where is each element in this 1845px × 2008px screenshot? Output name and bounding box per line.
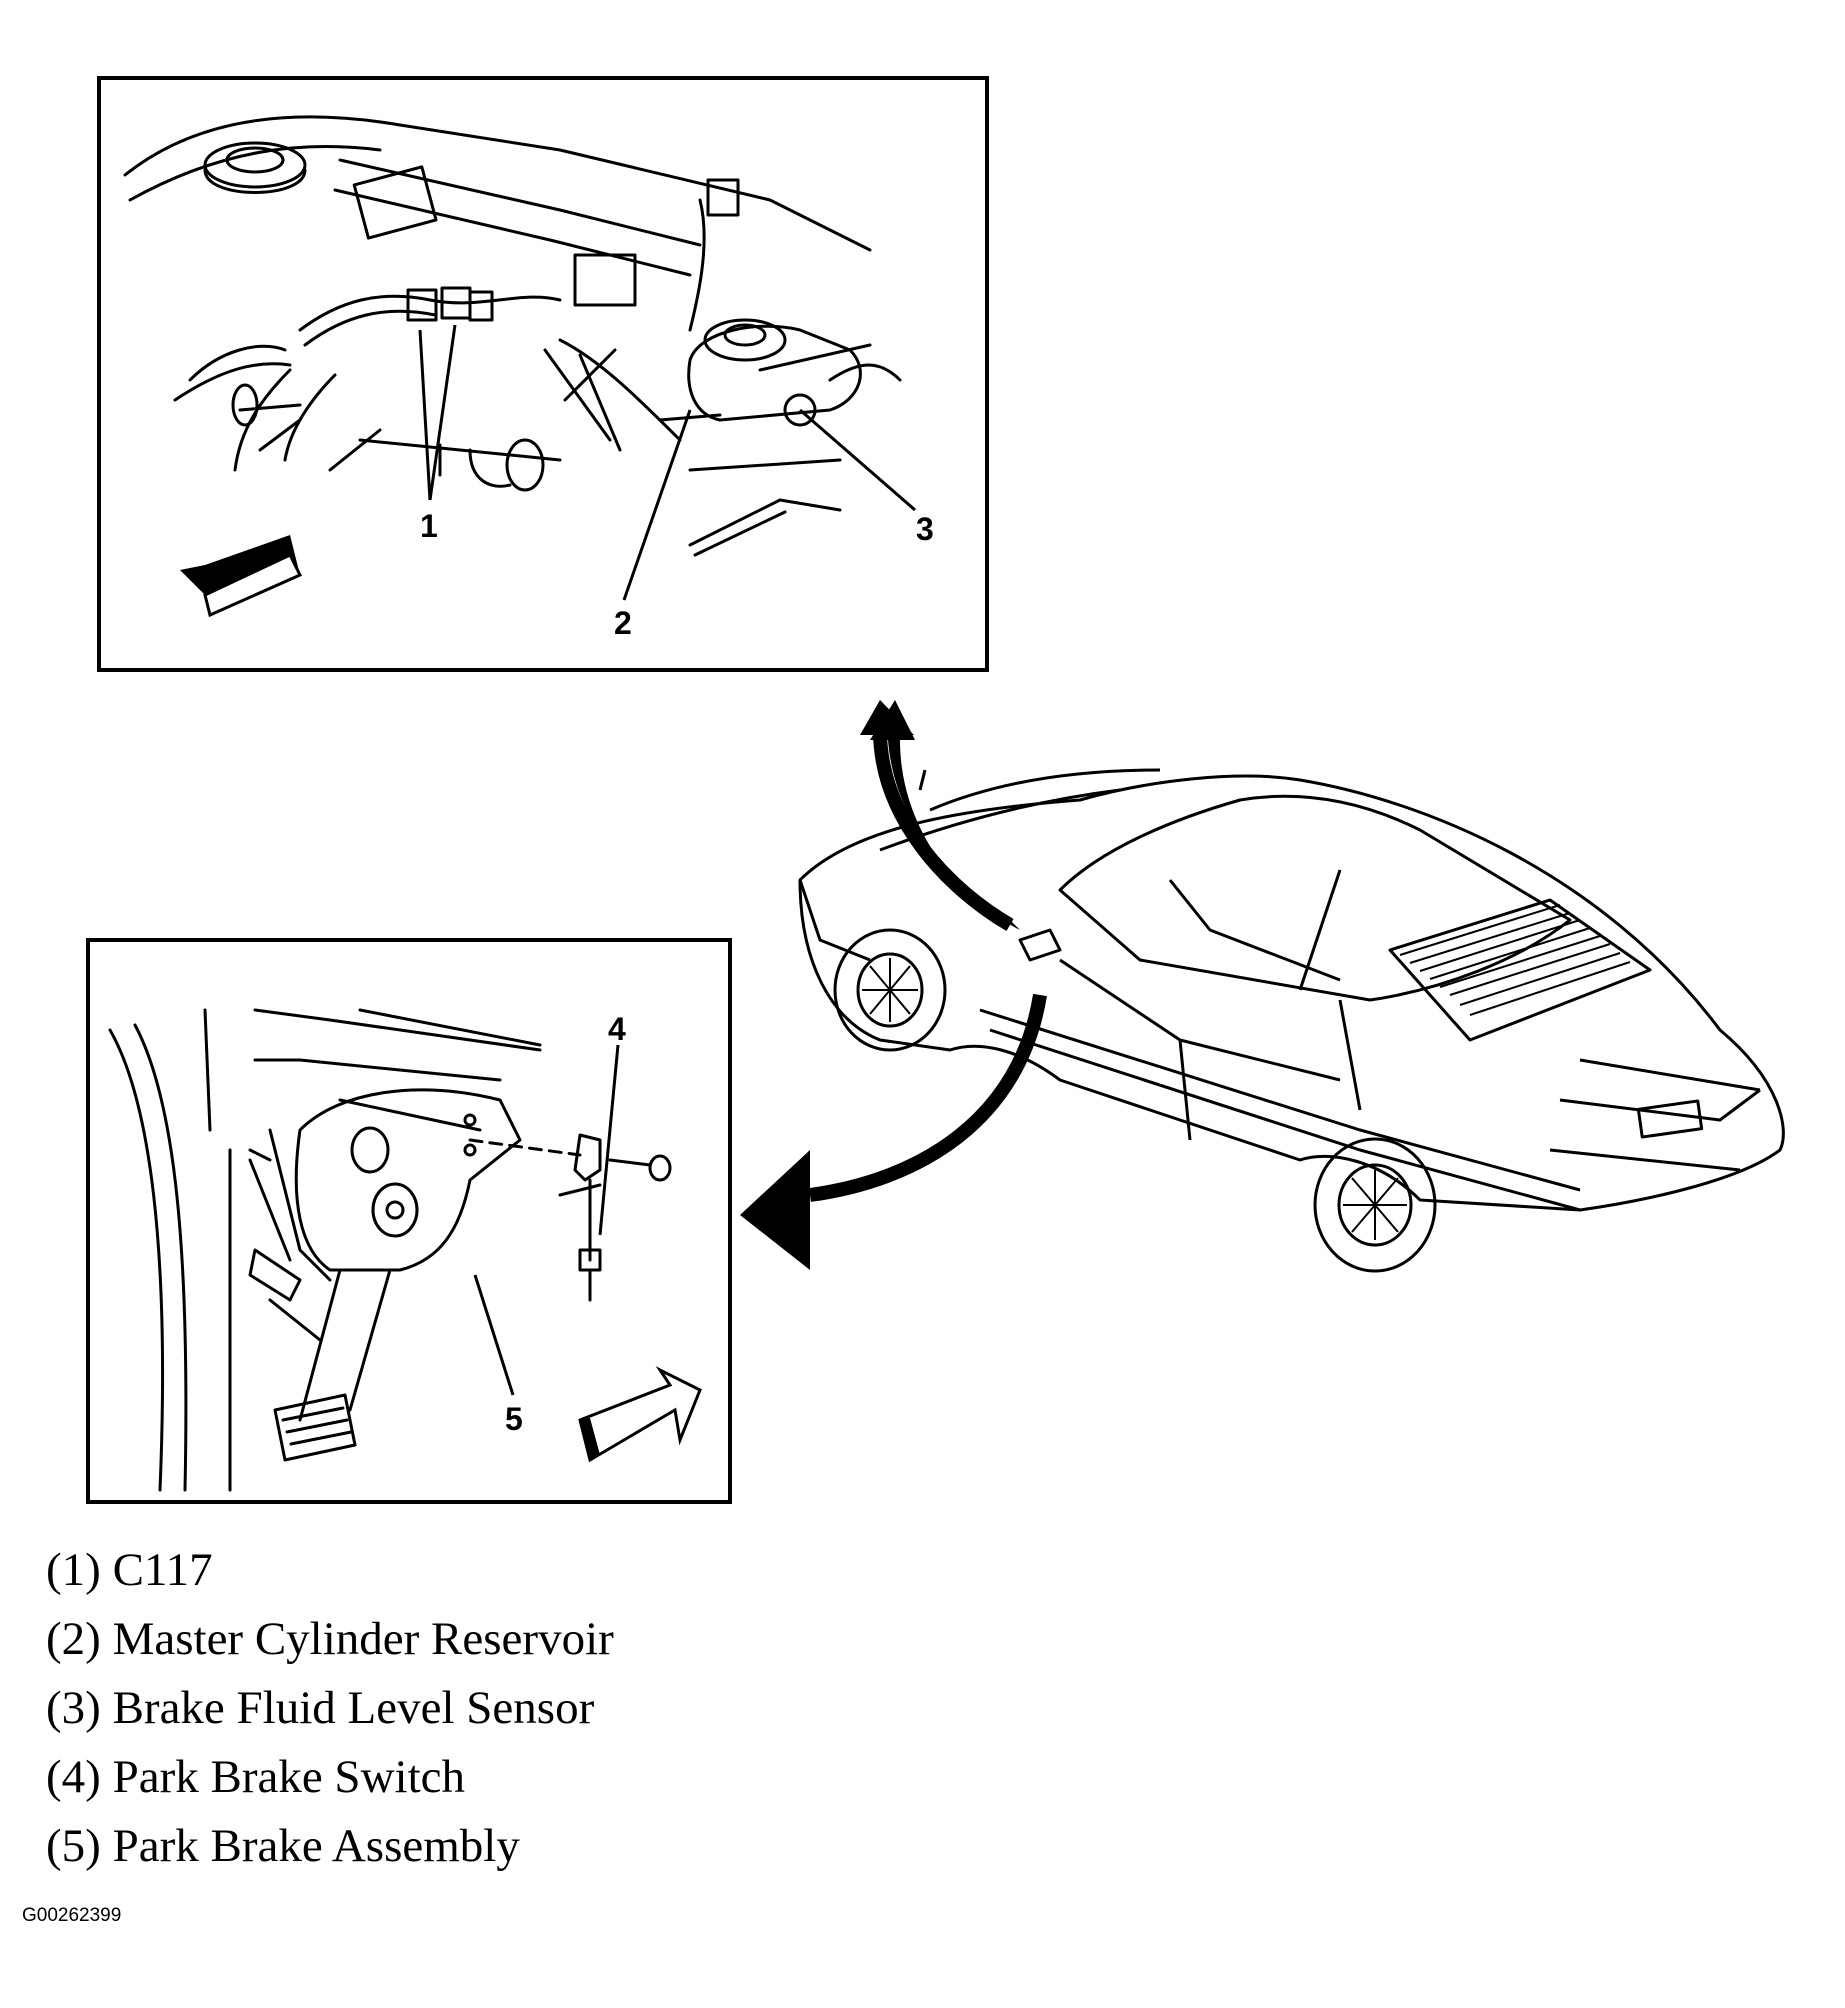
legend-item: (3) Brake Fluid Level Sensor [46, 1674, 614, 1743]
legend-number: (2) [46, 1613, 101, 1665]
pointer-arrow-icon [740, 993, 1047, 1270]
legend-number: (1) [46, 1544, 101, 1596]
legend-label: Park Brake Assembly [112, 1820, 520, 1872]
legend-number: (3) [46, 1682, 101, 1734]
callout-5: 5 [505, 1401, 523, 1437]
legend-item: (1) C117 [46, 1536, 614, 1605]
legend-label: C117 [112, 1544, 213, 1596]
legend-item: (4) Park Brake Switch [46, 1743, 614, 1812]
direction-arrow-icon [180, 535, 303, 618]
figure-id: G00262399 [22, 1905, 122, 1926]
engine-compartment-panel: 1 2 3 [97, 76, 989, 672]
legend-label: Master Cylinder Reservoir [112, 1613, 614, 1665]
callout-1: 1 [420, 508, 438, 544]
legend-number: (4) [46, 1751, 101, 1803]
parts-legend: (1) C117 (2) Master Cylinder Reservoir (… [46, 1536, 614, 1881]
legend-item: (2) Master Cylinder Reservoir [46, 1605, 614, 1674]
legend-number: (5) [46, 1820, 101, 1872]
legend-label: Brake Fluid Level Sensor [112, 1682, 595, 1734]
legend-item: (5) Park Brake Assembly [46, 1812, 614, 1881]
callout-3: 3 [916, 511, 934, 547]
vehicle-illustration [798, 768, 1785, 1273]
pointer-arrow-icon [860, 700, 1020, 932]
callout-2: 2 [614, 605, 632, 641]
park-brake-panel: 4 5 [86, 938, 732, 1504]
direction-arrow-icon [578, 1366, 702, 1463]
callout-4: 4 [608, 1011, 626, 1047]
legend-label: Park Brake Switch [112, 1751, 465, 1803]
